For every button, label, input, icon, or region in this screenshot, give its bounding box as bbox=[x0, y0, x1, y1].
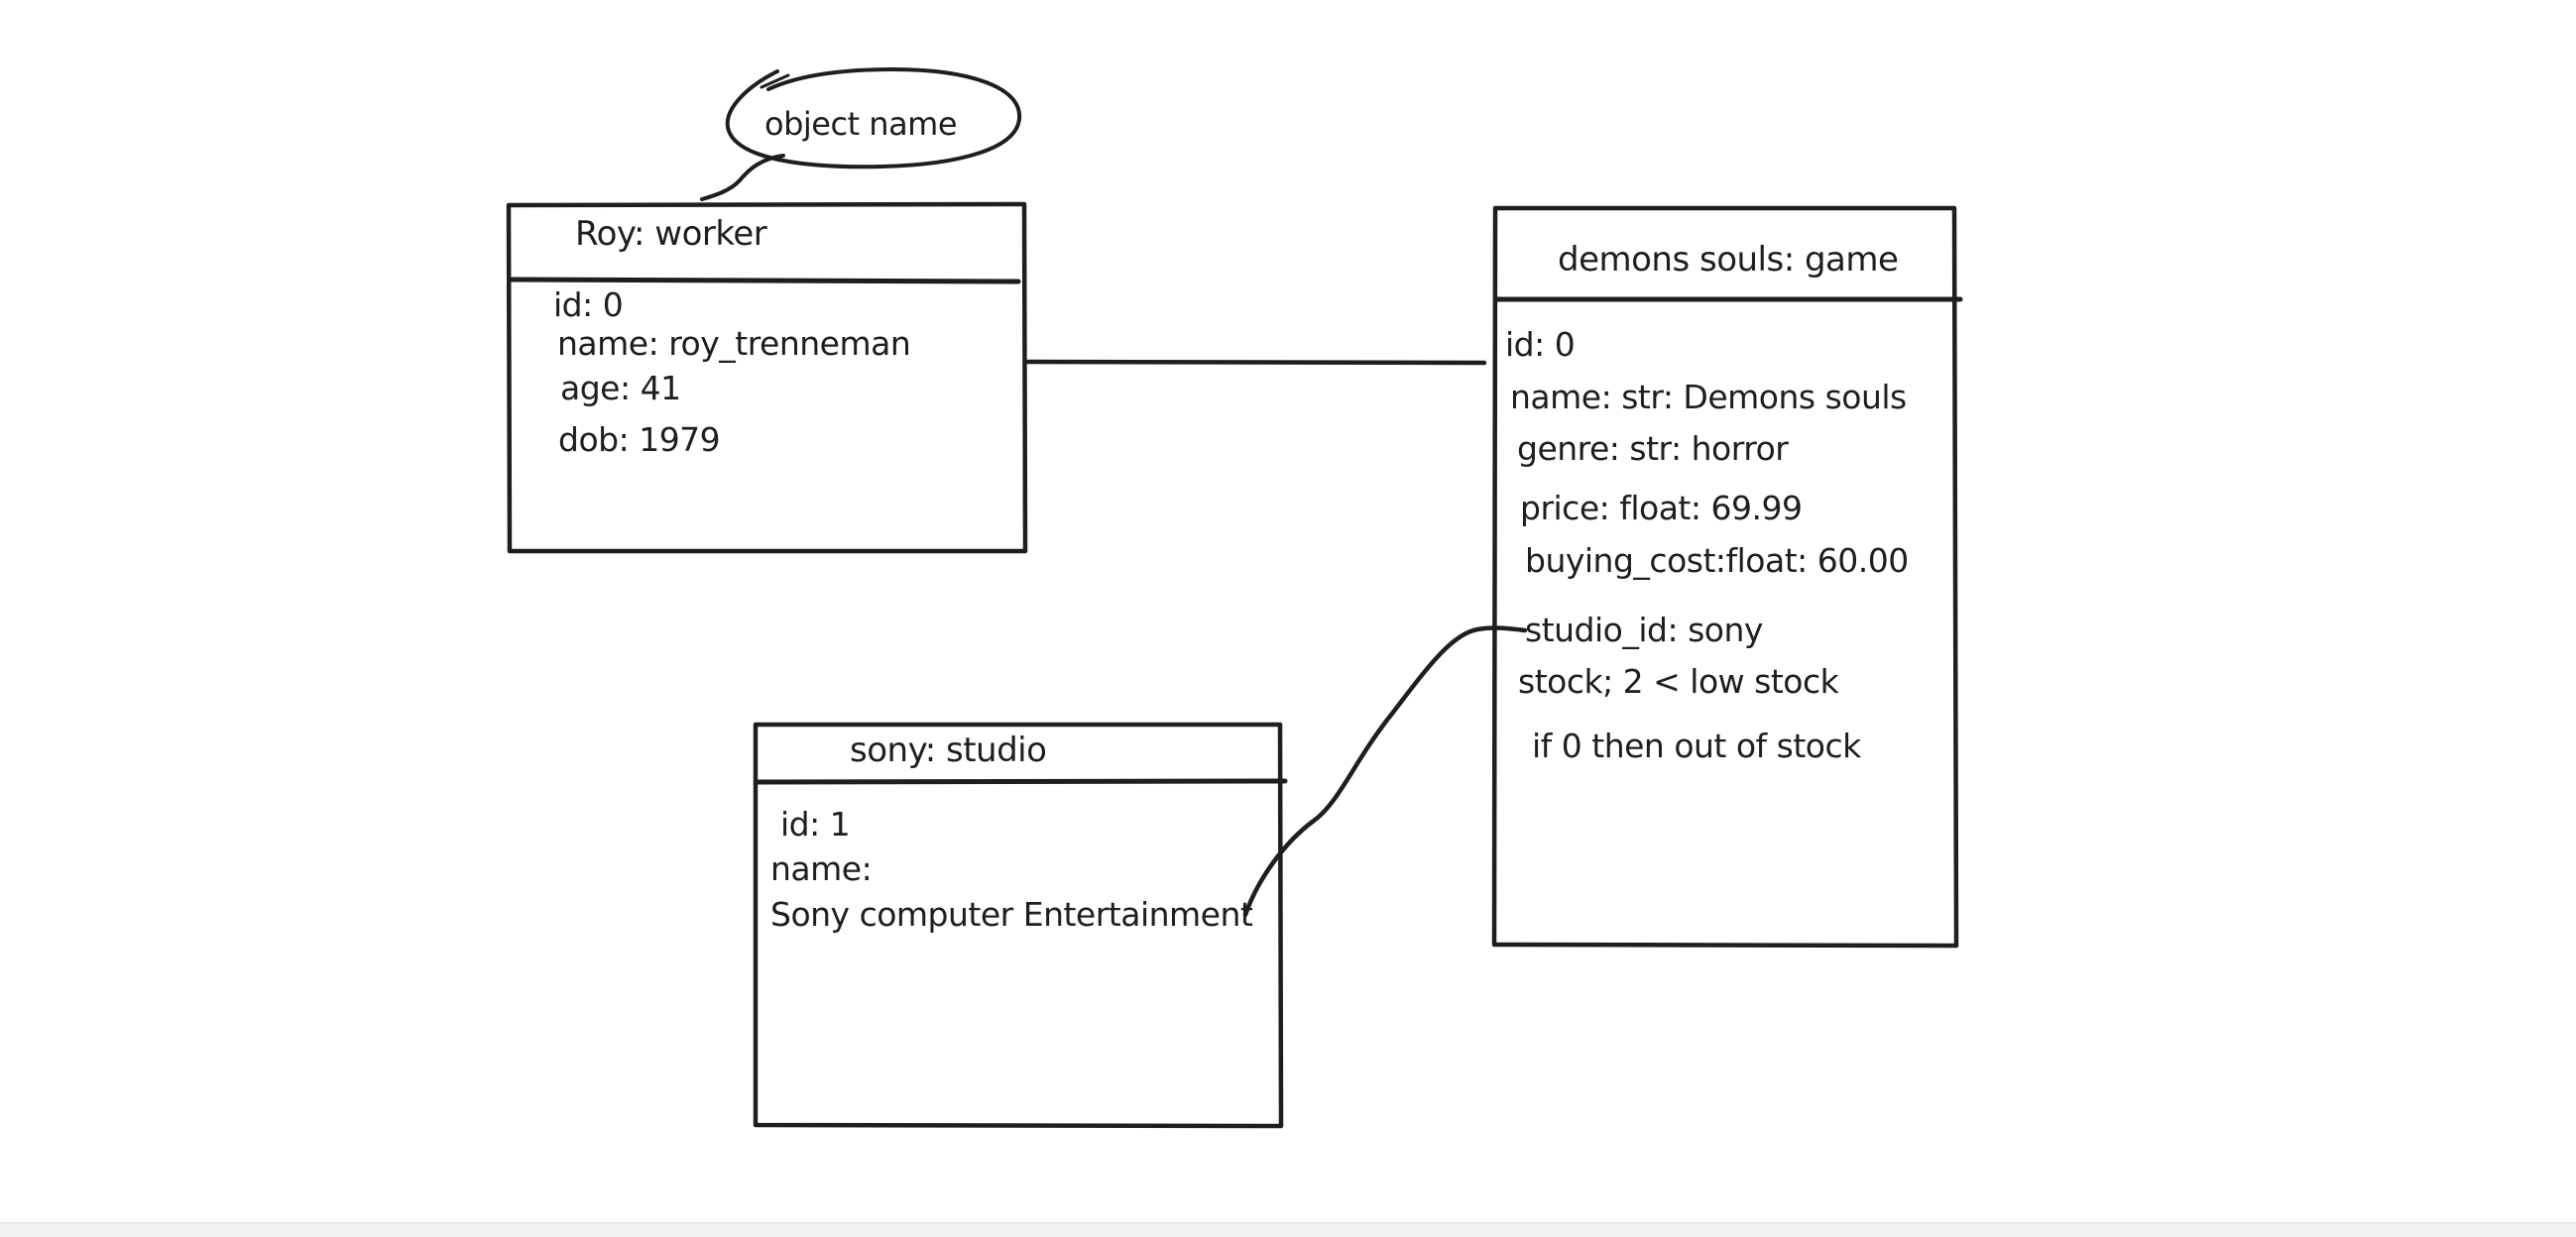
game-field-stock: stock; 2 < low stock bbox=[1518, 662, 1839, 701]
worker-box-header-divider bbox=[509, 277, 1021, 284]
game-field-buying-cost: buying_cost:float: 60.00 bbox=[1525, 541, 1909, 580]
speech-bubble-label: object name bbox=[764, 105, 958, 143]
worker-box-title: Roy: worker bbox=[575, 214, 767, 254]
studio-box-title: sony: studio bbox=[850, 731, 1047, 770]
game-field-genre: genre: str: horror bbox=[1517, 429, 1789, 468]
studio-box-header-divider bbox=[755, 778, 1288, 785]
studio-object-box[interactable] bbox=[753, 722, 1288, 1129]
worker-object-box[interactable] bbox=[506, 201, 1028, 554]
game-box-border bbox=[1491, 205, 1959, 949]
worker-field-dob: dob: 1979 bbox=[558, 420, 721, 459]
speech-bubble-tail bbox=[700, 154, 785, 201]
game-field-price: price: float: 69.99 bbox=[1520, 489, 1803, 527]
speech-bubble-tick bbox=[760, 73, 790, 89]
game-object-box[interactable] bbox=[1491, 205, 1963, 949]
worker-field-name: name: roy_trenneman bbox=[557, 324, 911, 363]
game-field-id: id: 0 bbox=[1505, 325, 1576, 364]
studio-game-association-line[interactable] bbox=[1242, 625, 1528, 918]
speech-bubble-outline bbox=[725, 67, 1022, 169]
game-field-studio-id: studio_id: sony bbox=[1525, 611, 1763, 649]
object-name-speech-bubble[interactable] bbox=[700, 67, 1022, 201]
game-field-stock-note: if 0 then out of stock bbox=[1532, 727, 1861, 765]
studio-box-border bbox=[753, 722, 1284, 1129]
studio-field-id: id: 1 bbox=[780, 805, 851, 843]
studio-field-name-value: Sony computer Entertainment bbox=[770, 895, 1253, 934]
worker-game-association-line[interactable] bbox=[1025, 359, 1487, 366]
studio-field-name-label: name: bbox=[770, 849, 873, 888]
game-box-title: demons souls: game bbox=[1558, 240, 1899, 280]
game-field-name: name: str: Demons souls bbox=[1510, 378, 1907, 416]
worker-field-age: age: 41 bbox=[560, 369, 681, 407]
bottom-scroll-bar[interactable] bbox=[0, 1222, 2576, 1237]
worker-box-border bbox=[506, 201, 1028, 554]
worker-field-id: id: 0 bbox=[553, 285, 624, 324]
